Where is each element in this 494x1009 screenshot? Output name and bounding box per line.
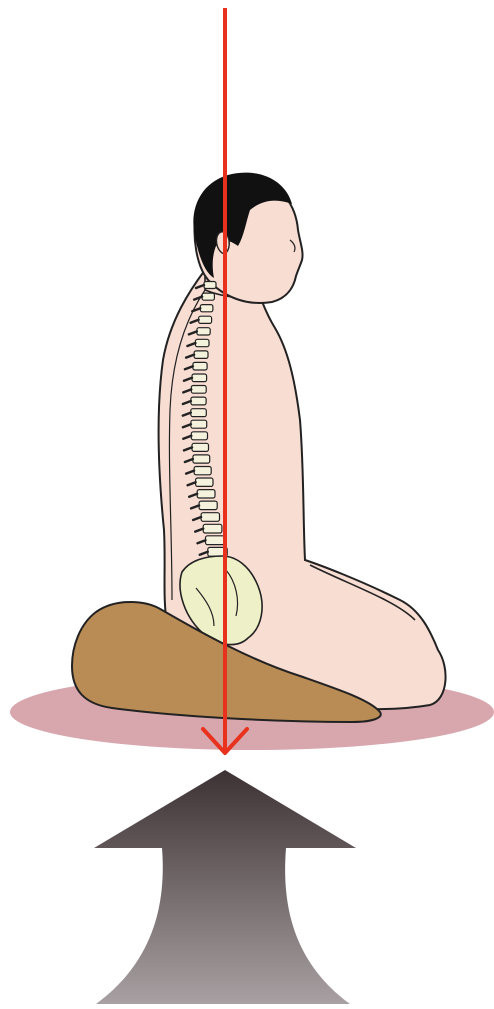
vertebra [197,490,215,498]
vertebra [203,524,222,533]
vertebra [201,513,219,522]
vertebra [192,374,207,382]
vertebra [193,455,210,463]
vertebra [199,316,212,323]
vertebra [191,420,207,428]
vertebra [191,397,206,405]
up-arrow-icon [94,770,356,1004]
vertebra [204,282,216,289]
vertebra [197,328,210,335]
vertebra [206,536,225,545]
vertebra [191,386,206,394]
vertebra [196,478,213,486]
vertebra [200,305,213,312]
vertebra [195,339,209,346]
vertebra [191,409,207,417]
vertebra [194,467,211,475]
vertebra [192,443,209,451]
vertebra [191,432,207,440]
vertebra [193,362,207,370]
vertebra [194,351,208,359]
vertebra [202,293,214,300]
vertebra [199,501,217,510]
